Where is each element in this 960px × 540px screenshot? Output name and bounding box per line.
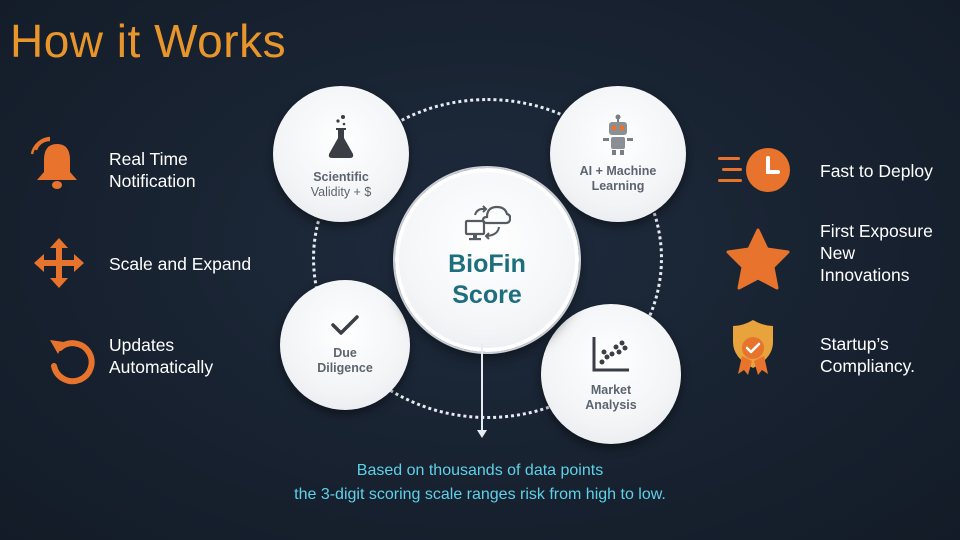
cloud-sync-computer-icon [464, 205, 511, 241]
feature-compliancy-line2: Compliancy. [820, 356, 915, 376]
circle-scientific: Scientific Validity + $ [273, 86, 409, 222]
feature-updates: Updates Automatically [109, 334, 213, 378]
feature-updates-line2: Automatically [109, 357, 214, 377]
market-label-2: Analysis [585, 398, 637, 412]
badge-shield-icon [733, 320, 773, 375]
feature-fast-deploy: Fast to Deploy [820, 160, 933, 182]
ai-label-1: AI + Machine [579, 164, 657, 178]
bell-icon [30, 136, 77, 189]
due-label-2: Diligence [317, 361, 373, 375]
feature-compliancy: Startup’s Compliancy. [820, 333, 915, 377]
page-title: How it Works [10, 15, 287, 67]
feature-real-time: Real Time Notification [109, 148, 196, 192]
feature-first-exposure-line1: First Exposure [820, 221, 933, 241]
fast-clock-icon [718, 148, 790, 192]
feature-first-exposure: First Exposure New Innovations [820, 220, 933, 286]
circle-due-diligence: Due Diligence [280, 280, 410, 410]
market-label-1: Market [590, 383, 632, 397]
feature-first-exposure-line2: New [820, 243, 856, 263]
feature-scale: Scale and Expand [109, 253, 251, 275]
flask-icon [328, 115, 354, 158]
feature-fast-deploy-line1: Fast to Deploy [820, 161, 933, 181]
feature-updates-line1: Updates [109, 335, 175, 355]
caption-line1: Based on thousands of data points [356, 462, 604, 479]
score-title-line1: BioFin [448, 250, 526, 278]
scatter-plot-icon [592, 337, 629, 372]
move-arrows-icon [34, 238, 84, 288]
feature-compliancy-line1: Startup’s [820, 334, 889, 354]
down-arrow-head [477, 430, 487, 438]
star-icon [726, 228, 790, 290]
check-icon [331, 315, 359, 335]
scientific-label-1: Scientific [313, 170, 369, 184]
circle-biofin-score: BioFin Score [395, 168, 579, 352]
score-title-line2: Score [452, 281, 522, 309]
caption: Based on thousands of data points the 3-… [200, 459, 760, 507]
feature-real-time-line2: Notification [109, 171, 196, 191]
feature-scale-line1: Scale and Expand [109, 254, 252, 274]
down-arrow-line [481, 344, 483, 432]
feature-first-exposure-line3: Innovations [820, 265, 910, 285]
ai-label-2: Learning [591, 179, 645, 193]
robot-icon [603, 114, 633, 155]
caption-line2: the 3-digit scoring scale ranges risk fr… [294, 486, 666, 503]
feature-real-time-line1: Real Time [109, 149, 188, 169]
scientific-label-2: Validity + $ [310, 185, 372, 199]
due-label-1: Due [333, 346, 357, 360]
circle-market-analysis: Market Analysis [541, 304, 681, 444]
circle-ai: AI + Machine Learning [550, 86, 686, 222]
dotted-ring [312, 98, 663, 419]
refresh-icon [50, 340, 95, 385]
